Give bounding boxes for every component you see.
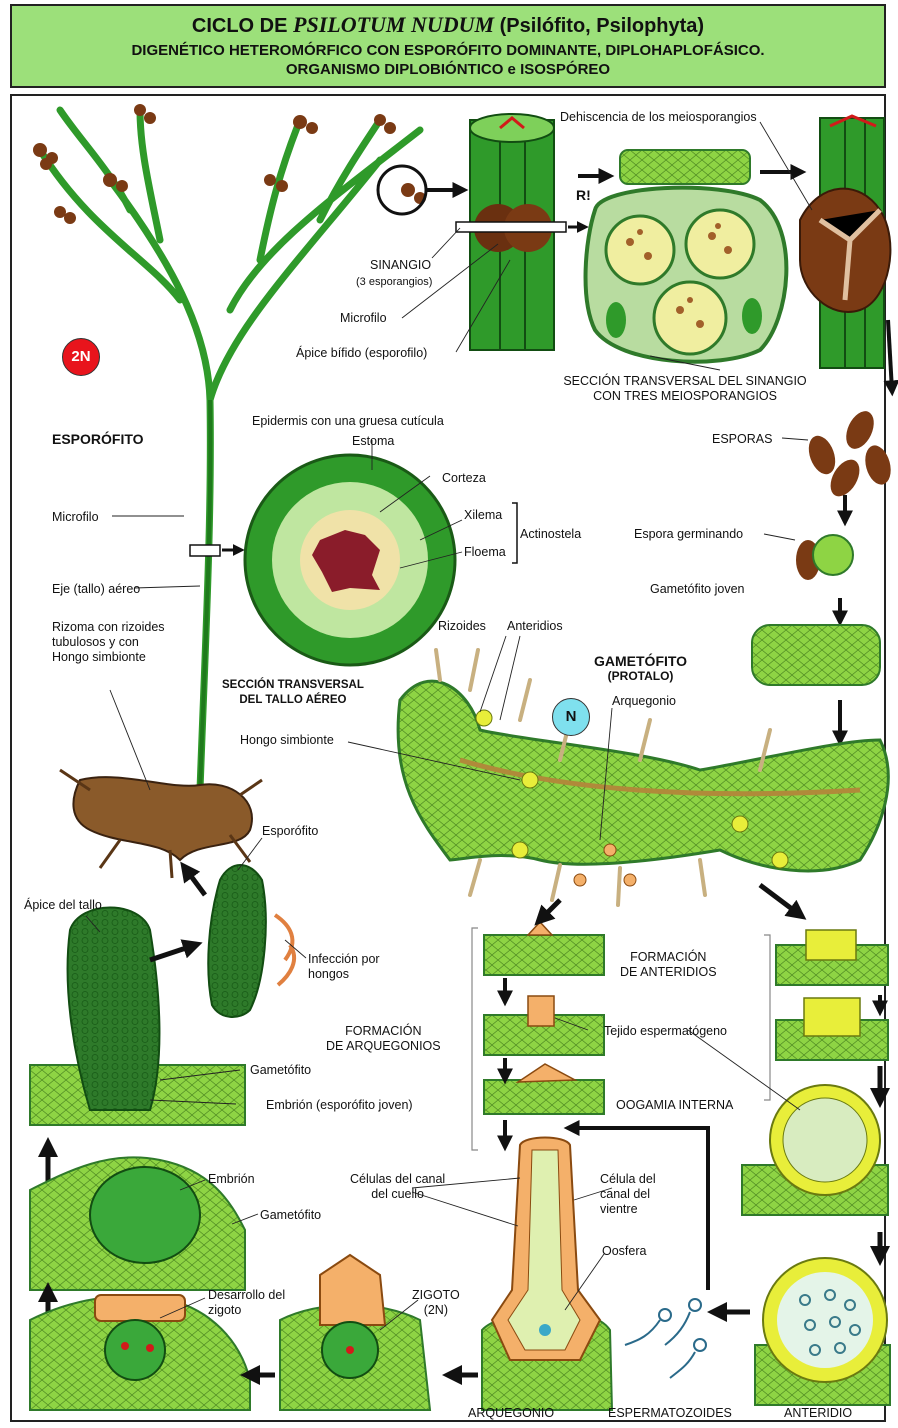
antheridium [755,1258,890,1405]
antheridium-formation [776,930,888,1060]
spermatogenous-tissue [742,1085,888,1215]
label-rizoma: Rizoma con rizoidestubulosos y conHongo … [52,620,165,665]
label-corteza: Corteza [442,471,486,486]
label-floema: Floema [464,545,506,560]
label-oosfera: Oosfera [602,1244,646,1259]
synangium-closeup [456,114,584,350]
label-anteridios: Anteridios [507,619,563,634]
label-desarrollo: Desarrollo delzigoto [208,1288,285,1318]
label-sinangio: SINANGIO [370,258,431,273]
archegonium [482,1138,612,1411]
label-hongo-simbionte: Hongo simbionte [240,733,334,748]
label-celulas-canal: Células del canaldel cuello [350,1172,445,1202]
label-espermatozoides: ESPERMATOZOIDES [608,1406,732,1421]
label-arquegonio: ARQUEGONIO [468,1406,554,1421]
young-gametophyte [752,625,880,685]
synangium-section [578,150,800,362]
label-actinostela: Actinostela [520,527,581,542]
label-gametofito-low: Gametófito [260,1208,321,1223]
spermatozoids [625,1299,706,1378]
label-tejido-espermatogeno: Tejido espermatógeno [604,1024,727,1039]
prothallus [398,650,888,905]
zygote [280,1255,430,1410]
rhizome [60,770,262,878]
label-rizoides: Rizoides [438,619,486,634]
label-embrion: Embrión [208,1172,255,1187]
label-seccion-sinangio: SECCIÓN TRANSVERSAL DEL SINANGIOCON TRES… [525,374,845,404]
stem-section [245,455,455,665]
label-eje-aereo: Eje (tallo) aéreo [52,582,140,597]
haploid-badge: N [552,698,590,736]
label-apice-tallo: Ápice del tallo [24,898,102,913]
label-epidermis: Epidermis con una gruesa cutícula [252,414,444,429]
label-esporas: ESPORAS [712,432,772,447]
label-microfilo-mid: Microfilo [52,510,99,525]
label-oogamia: OOGAMIA INTERNA [616,1098,733,1113]
diploid-badge: 2N [62,338,100,376]
label-anteridio: ANTERIDIO [784,1406,852,1421]
dehisced-synangium [800,116,892,390]
label-esporofito: ESPORÓFITO [52,432,144,447]
label-formacion-anteridios: FORMACIÓNDE ANTERIDIOS [620,950,717,980]
label-zigoto: ZIGOTO(2N) [412,1288,460,1318]
label-gametofito-embryo: Gametófito [250,1063,311,1078]
label-formacion-arquegonios: FORMACIÓNDE ARQUEGONIOS [326,1024,441,1054]
label-r-mark: R! [576,188,591,203]
label-infeccion: Infección porhongos [308,952,380,982]
archegonium-formation [484,922,604,1114]
label-xilema: Xilema [464,508,502,523]
germinating-spore [796,535,853,580]
label-seccion-tallo: SECCIÓN TRANSVERSALDEL TALLO AÉREO [222,678,364,708]
label-estoma: Estoma [352,434,394,449]
label-gametofito: GAMETÓFITO(PROTALO) [594,654,687,684]
label-tres-esporangios: (3 esporangios) [356,275,432,290]
young-sporophyte [208,865,294,1017]
label-espora-germinando: Espora germinando [634,527,743,542]
label-celula-vientre: Célula delcanal delvientre [600,1172,656,1217]
label-gametofito-joven: Gametófito joven [650,582,745,597]
label-esporofito-small: Esporófito [262,824,318,839]
label-arquegonio-small: Arquegonio [612,694,676,709]
label-dehiscencia: Dehiscencia de los meiosporangios [560,110,757,125]
spores [804,407,895,502]
label-microfilo-top: Microfilo [340,311,387,326]
label-embrion-joven: Embrión (esporófito joven) [266,1098,413,1113]
label-apice-bifido: Ápice bífido (esporofilo) [296,346,427,361]
